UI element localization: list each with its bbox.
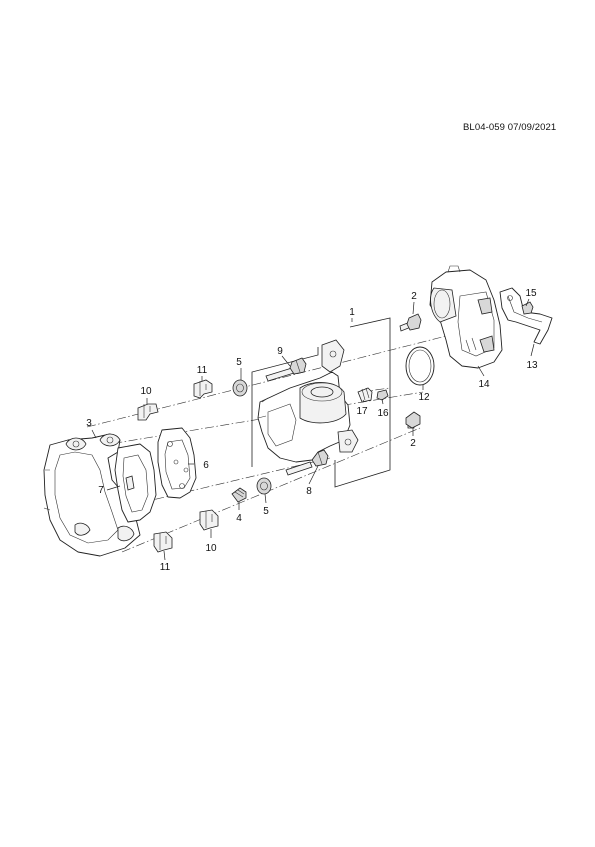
clip-upper-11: [193, 379, 213, 399]
actuator-motor: [429, 265, 503, 369]
callout-6: 6: [203, 460, 209, 471]
callout-16: 16: [377, 408, 389, 419]
callout-labels: 1 2 2 3 4 5 5 6 7 8 9 10 10 11 11 12 13 …: [86, 288, 538, 573]
callout-7: 7: [98, 485, 104, 496]
caliper-housing: [257, 339, 359, 463]
callout-2-lower: 2: [410, 438, 416, 449]
callout-13: 13: [526, 360, 538, 371]
screw-15: [521, 301, 534, 315]
callout-15: 15: [525, 288, 537, 299]
callout-11-lower: 11: [160, 562, 171, 573]
bolt-upper: [399, 313, 422, 332]
guide-bushing: [231, 487, 247, 503]
bleed-cap: [376, 389, 389, 401]
leader-lines: [91, 298, 535, 561]
brake-pad-inner: [157, 427, 197, 499]
guide-boot-lower: [256, 477, 272, 495]
document-reference: BL04-059 07/09/2021: [463, 122, 557, 133]
callout-17: 17: [356, 406, 368, 417]
caliper-group-bracket: [334, 317, 391, 488]
clip-lower-10: [199, 509, 219, 531]
callout-9: 9: [277, 346, 283, 357]
callout-1: 1: [349, 307, 355, 318]
bleed-valve: [357, 387, 373, 403]
guide-pin-upper: [265, 357, 307, 382]
retainer-bracket: [499, 287, 553, 345]
seal-ring: [405, 346, 435, 386]
clip-lower-11: [153, 531, 173, 553]
callout-14: 14: [478, 379, 490, 390]
callout-4: 4: [236, 513, 242, 524]
caliper-carrier: [43, 433, 141, 557]
callout-10-upper: 10: [140, 386, 152, 397]
callout-8: 8: [306, 486, 312, 497]
callout-2-upper: 2: [411, 291, 417, 302]
callout-10-lower: 10: [205, 543, 217, 554]
callout-5-lower: 5: [263, 506, 269, 517]
callout-11-upper: 11: [197, 365, 208, 376]
callout-3: 3: [86, 418, 92, 429]
callout-12: 12: [418, 392, 430, 403]
bolt-lower: [405, 411, 421, 429]
guide-boot-upper: [232, 379, 248, 397]
callout-5-upper: 5: [236, 357, 242, 368]
brake-pad-outer: [114, 443, 157, 523]
clip-upper-10: [137, 403, 159, 421]
